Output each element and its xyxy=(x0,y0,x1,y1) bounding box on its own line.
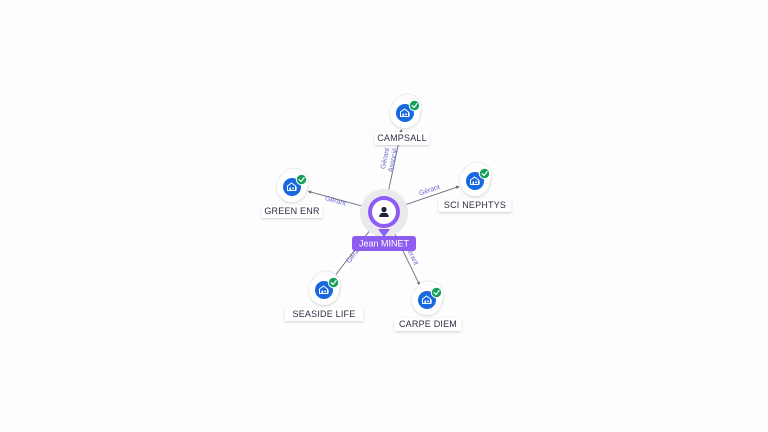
edge-label-green-enr: Gérant xyxy=(324,195,347,207)
check-badge-icon xyxy=(430,286,443,299)
company-icon-bg xyxy=(418,291,436,309)
company-name: SCI NEPHTYS xyxy=(444,200,506,210)
check-badge-icon xyxy=(295,173,308,186)
building-icon xyxy=(400,108,410,117)
building-icon xyxy=(319,285,329,294)
edge-green-enr xyxy=(307,190,363,207)
company-label-seaside-life: SEASIDE LIFE xyxy=(284,308,364,321)
building-icon xyxy=(470,176,480,185)
company-icon-bg xyxy=(466,172,484,190)
company-node-green-enr[interactable]: GREEN ENR xyxy=(261,167,323,218)
center-pin-tip xyxy=(378,229,390,237)
center-node[interactable]: Jean MINET xyxy=(352,189,416,251)
center-name: Jean MINET xyxy=(359,239,410,249)
company-name: SEASIDE LIFE xyxy=(293,309,356,319)
building-icon xyxy=(422,295,432,304)
check-badge-icon xyxy=(408,99,421,112)
company-node-carpe-diem[interactable]: CARPE DIEM xyxy=(394,280,462,331)
edge-label-campsall: Gérant xyxy=(380,147,391,169)
company-label-sci-nephtys: SCI NEPHTYS xyxy=(438,199,512,212)
company-label-bg xyxy=(394,318,462,331)
building-icon xyxy=(287,182,297,191)
company-label-carpe-diem: CARPE DIEM xyxy=(394,318,462,331)
company-label-green-enr: GREEN ENR xyxy=(261,205,323,218)
person-icon xyxy=(379,206,389,217)
company-label-bg xyxy=(261,205,323,218)
edge-label-campsall: Associé xyxy=(388,147,400,173)
company-node-campsall[interactable]: CAMPSALL xyxy=(374,93,430,145)
company-label-bg xyxy=(438,199,512,212)
nodes: CAMPSALL SCI NEPHTYS CARPE DIEM SEASIDE LIF… xyxy=(261,93,512,331)
company-icon-bg xyxy=(396,104,414,122)
company-name: CAMPSALL xyxy=(377,133,427,143)
company-name: CARPE DIEM xyxy=(399,319,457,329)
company-icon-bg xyxy=(283,178,301,196)
check-badge-icon xyxy=(327,276,340,289)
company-label-bg xyxy=(374,132,430,145)
company-icon-bg xyxy=(315,281,333,299)
company-label-bg xyxy=(284,308,364,321)
check-badge-icon xyxy=(478,167,491,180)
edge-label-sci-nephtys: Gérant xyxy=(418,184,441,198)
company-node-sci-nephtys[interactable]: SCI NEPHTYS xyxy=(438,161,512,212)
edge-sci-nephtys xyxy=(404,185,460,206)
company-node-seaside-life[interactable]: SEASIDE LIFE xyxy=(284,270,364,321)
company-label-campsall: CAMPSALL xyxy=(374,132,430,145)
center-label-bg xyxy=(352,236,416,251)
company-name: GREEN ENR xyxy=(264,206,320,216)
